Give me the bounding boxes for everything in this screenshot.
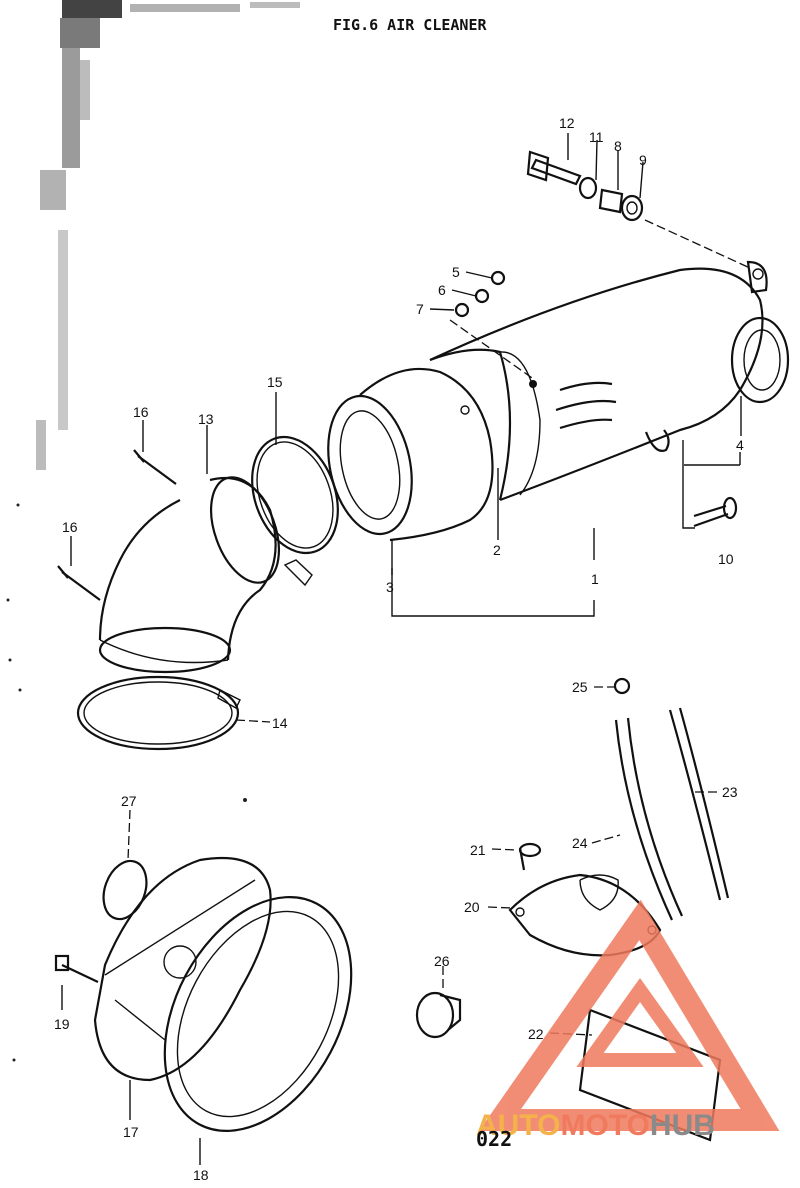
hose-24 — [614, 717, 684, 921]
watermark-text: AUTOMOTOHUB — [476, 1109, 715, 1142]
scan-noise — [6, 0, 300, 1062]
callout-4: 4 — [736, 437, 744, 453]
callout-3: 3 — [386, 579, 394, 595]
screw-19 — [54, 954, 99, 983]
cover-17 — [93, 856, 272, 1082]
clamp-band-15 — [251, 435, 339, 587]
leader-lines — [61, 133, 751, 1165]
callout-8: 8 — [614, 138, 622, 154]
gasket-18 — [163, 896, 353, 1132]
clamp-band-14 — [76, 675, 241, 751]
callout-17: 17 — [123, 1124, 139, 1140]
callout-22: 22 — [528, 1026, 544, 1042]
callout-19: 19 — [54, 1016, 70, 1032]
screw-21 — [518, 842, 542, 871]
callout-labels: 1 2 3 4 5 6 7 8 9 10 11 12 13 14 15 16 1… — [54, 115, 744, 1183]
callout-9: 9 — [639, 152, 647, 168]
hose-23 — [668, 707, 730, 901]
seal-27 — [102, 859, 148, 921]
watermark-hub: HUB — [650, 1109, 715, 1142]
callout-10: 10 — [718, 551, 734, 567]
callout-27: 27 — [121, 793, 137, 809]
callout-14: 14 — [272, 715, 288, 731]
bolt-16-upper — [133, 449, 177, 485]
svg-text:AUTOMOTOHUB: AUTOMOTOHUB — [476, 1109, 715, 1142]
watermark-moto: MOTO — [560, 1109, 649, 1142]
callout-1: 1 — [591, 571, 599, 587]
callout-20: 20 — [464, 899, 480, 915]
callout-15: 15 — [267, 374, 283, 390]
callout-23: 23 — [722, 784, 738, 800]
watermark-logo — [478, 899, 780, 1131]
callout-5: 5 — [452, 264, 460, 280]
callout-12: 12 — [559, 115, 575, 131]
inlet-hose-13 — [98, 476, 280, 674]
screw-washer-set — [454, 270, 506, 318]
figure-title: FIG.6 AIR CLEANER — [333, 16, 487, 34]
callout-26: 26 — [434, 953, 450, 969]
air-cleaner-element — [327, 367, 494, 542]
callout-18: 18 — [193, 1167, 209, 1183]
mount-hardware — [526, 150, 644, 222]
callout-7: 7 — [416, 301, 424, 317]
bolt-16-lower — [57, 565, 101, 601]
watermark-auto: AUTO — [476, 1109, 560, 1142]
callout-25: 25 — [572, 679, 588, 695]
bolt-10 — [693, 496, 738, 528]
clip-25 — [613, 677, 631, 695]
callout-6: 6 — [438, 282, 446, 298]
callout-2: 2 — [493, 542, 501, 558]
callout-11: 11 — [589, 129, 604, 145]
callout-24: 24 — [572, 835, 588, 851]
callout-16-lower: 16 — [62, 519, 78, 535]
callout-16-upper: 16 — [133, 404, 149, 420]
air-cleaner-case — [429, 260, 790, 502]
callout-21: 21 — [470, 842, 486, 858]
callout-13: 13 — [198, 411, 214, 427]
plug-26 — [415, 991, 462, 1039]
page-code: 022 — [476, 1127, 512, 1151]
